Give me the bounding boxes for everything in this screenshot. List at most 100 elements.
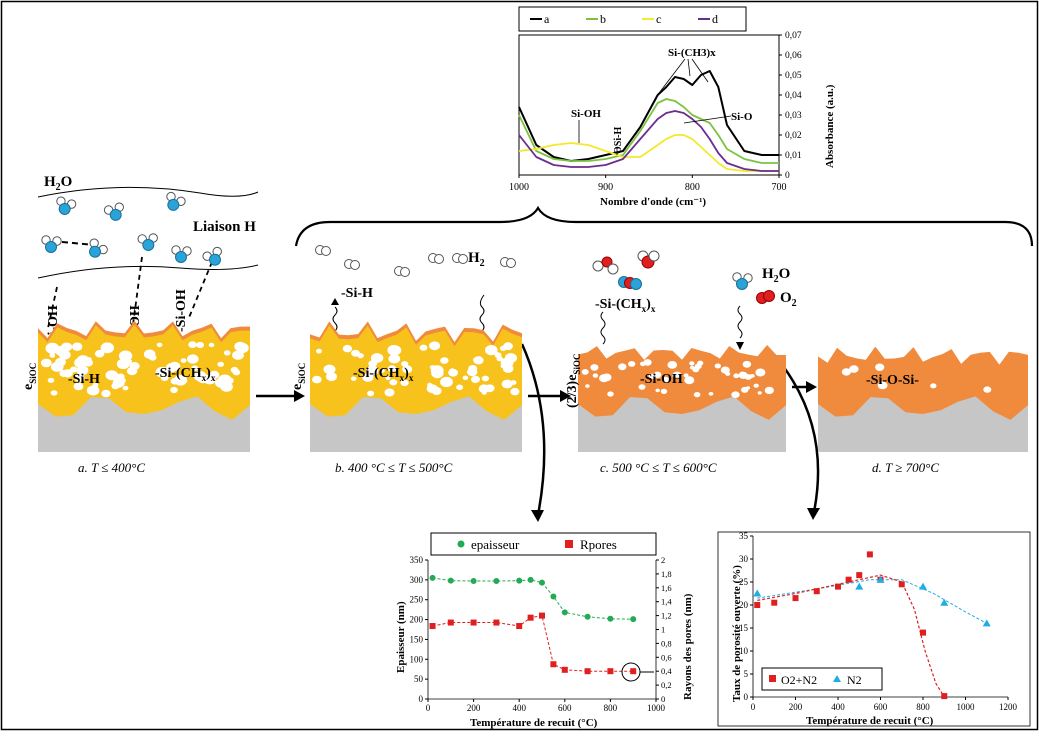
thickness-legend-label-epaisseur: epaisseur <box>471 537 520 552</box>
substrateC-pore <box>753 383 759 388</box>
substrateA-pore <box>61 342 73 352</box>
substrateB-pore <box>430 365 444 376</box>
thickness-point-Rpores <box>429 623 436 630</box>
ftir-y-tick-label: 0,05 <box>785 71 802 81</box>
thickness-y2-tick-label: 1,4 <box>661 597 672 607</box>
porosity-x-tick-label: 600 <box>874 702 888 712</box>
arrow-c-to-chart <box>781 365 820 513</box>
porosity-x-tick-label: 200 <box>789 702 803 712</box>
substrateA-pore <box>223 350 231 356</box>
panel-a-water-molecule-7-o <box>209 253 221 266</box>
substrateC-pore <box>653 371 662 378</box>
porosity-y-tick-label: 25 <box>739 577 749 587</box>
ftir-annot-sich3-arrow1 <box>655 58 686 98</box>
substrateC-pore <box>592 373 599 378</box>
panel-a-water-top <box>37 186 259 198</box>
thickness-point-epaisseur <box>561 609 568 616</box>
ftir-series-group <box>518 70 779 172</box>
ftir-annot-sio-arrow <box>683 115 732 124</box>
porosity-x-label: Température de recuit (°C) <box>806 715 934 727</box>
arrow-c-d-head <box>806 381 817 393</box>
thickness-legend-swatch-epaisseur <box>457 540 465 548</box>
thickness-point-Rpores <box>539 612 545 619</box>
panel-a-hbond-label: Liaison H <box>193 219 256 235</box>
substrateA-pore <box>62 369 73 378</box>
panel-b-sich: -Si-(CHx)x <box>353 366 414 383</box>
porosity-legend-swatch-O2N2 <box>769 675 776 682</box>
substrateA-pore <box>86 385 100 396</box>
porosity-x-tick-label: 1000 <box>957 702 976 712</box>
panel-b: H2 -Si-H -Si-(CHx)x eSiOC b. 400 °C ≤ T … <box>290 245 522 475</box>
panel-a-water-molecule-4-h2 <box>98 244 108 255</box>
panel-c: -Si-(CHx)x H2O O2 -Si-OH (2/3)eSiOC c. 5… <box>565 250 797 475</box>
panel-a-water-molecule-2-o <box>167 198 180 211</box>
substrateA-pore <box>70 366 78 373</box>
substrateB-substrate <box>310 396 522 452</box>
ftir-series-c <box>518 134 779 172</box>
panel-c-water: H2O <box>762 266 790 285</box>
thickness-x-tick-label: 800 <box>604 703 618 713</box>
thickness-point-epaisseur <box>607 615 614 622</box>
thickness-point-Rpores <box>470 619 477 626</box>
substrateC-pore <box>683 373 689 378</box>
porosity-series-group <box>753 551 991 700</box>
substrateA-pore <box>74 373 85 382</box>
thickness-trend-epaisseur <box>432 577 634 620</box>
porosity-point-O2N2 <box>941 693 948 700</box>
spectra-brace <box>294 205 1034 247</box>
substrateD-pore <box>983 386 992 393</box>
panel-b-h2-molecule-5-b <box>506 258 516 268</box>
substrateA-pore <box>196 341 205 349</box>
panel-a-silanol-3: -Si-OH <box>174 289 189 332</box>
panel-c-wm1-h2 <box>648 250 660 262</box>
substrateA-pore <box>55 357 66 367</box>
substrateB-pore <box>384 388 395 397</box>
substrateB-pore <box>323 364 336 375</box>
substrateA-pore <box>217 374 232 386</box>
substrateC-pore <box>742 360 752 368</box>
panel-a-bond-2 <box>132 256 143 326</box>
substrateA-pore <box>40 358 52 368</box>
substrateC-pore <box>714 363 721 369</box>
thickness-y2-tick-label: 0 <box>661 694 665 704</box>
panel-a-water-molecule-1 <box>103 202 124 221</box>
panel-c-o2-b <box>763 290 775 302</box>
substrateB-pore <box>419 344 428 351</box>
substrateC-pore <box>638 384 646 390</box>
substrateA-pore <box>180 358 187 363</box>
substrateA-pore <box>49 353 56 358</box>
substrateB-pore <box>368 360 378 368</box>
thickness-y2-tick-label: 1,6 <box>661 583 672 593</box>
substrateB-pore <box>449 368 456 374</box>
ftir-y-tick-label: 0,02 <box>785 131 802 141</box>
panel-d-film <box>818 346 1028 452</box>
panel-c-caption: c. 500 °C ≤ T ≤ 600°C <box>600 460 717 475</box>
ftir-annot-sio: Si-O <box>731 111 753 123</box>
ftir-annot-sich3-arrow3 <box>691 58 709 83</box>
ftir-series-b <box>518 98 779 164</box>
panel-b-caption: b. 400 °C ≤ T ≤ 500°C <box>335 460 453 475</box>
ftir-y-label: Absorbance (a.u.) <box>824 84 836 168</box>
panel-a-water-molecule-6 <box>171 245 192 263</box>
porosity-legend-box <box>761 667 883 691</box>
ftir-plot-area <box>518 34 780 176</box>
panel-b-h2-molecule-1 <box>344 259 360 270</box>
substrateA-pore <box>170 386 178 394</box>
thickness-y-tick-label: 50 <box>414 674 424 684</box>
substrateC-pore <box>590 364 599 371</box>
substrateC-pore <box>693 392 701 398</box>
thickness-y2-tick-label: 0,8 <box>661 638 672 648</box>
substrateB-pore <box>387 345 401 356</box>
thickness-point-epaisseur <box>516 577 523 584</box>
thickness-y-tick-label: 0 <box>419 694 424 704</box>
panel-b-h2-molecule-3-b <box>434 254 444 264</box>
thickness-point-Rpores <box>561 666 568 673</box>
substrateA-pore <box>155 366 169 378</box>
thickness-x-tick-label: 400 <box>512 703 526 713</box>
porosity-x-tick-label: 1200 <box>999 702 1018 712</box>
panel-a-water-molecule-4 <box>89 238 108 258</box>
thickness-point-epaisseur <box>584 613 591 620</box>
porosity-point-O2N2 <box>856 572 863 579</box>
